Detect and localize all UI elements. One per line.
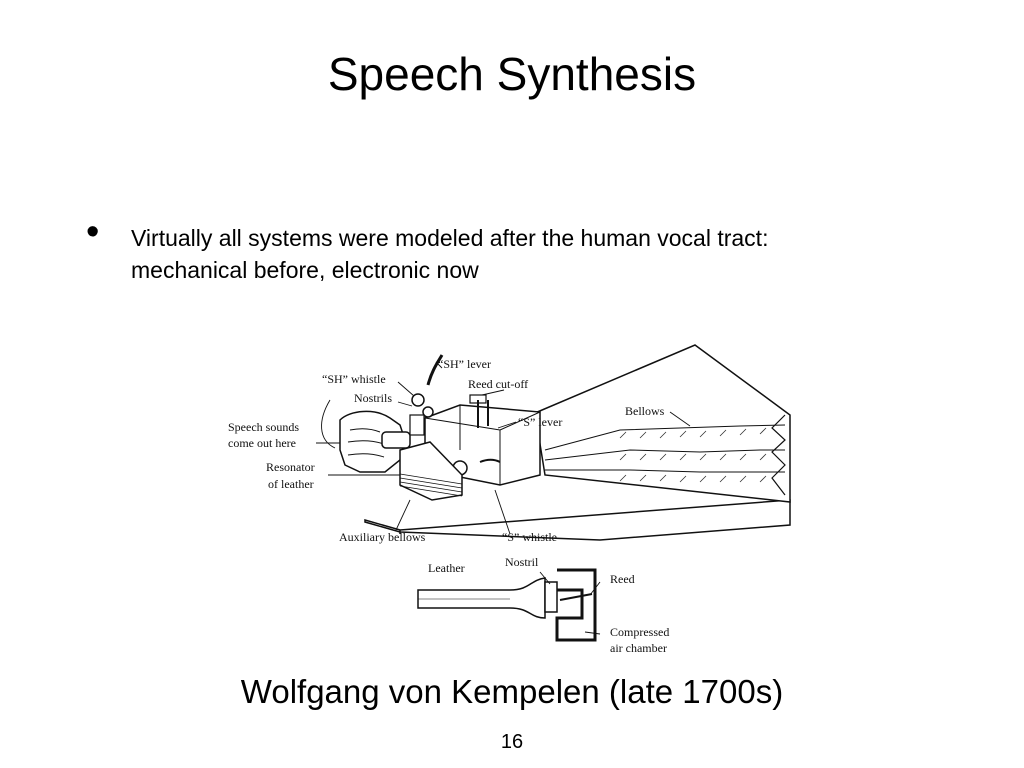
diagram-svg: “SH” lever “SH” whistle Reed cut-off Nos…	[228, 344, 791, 655]
slide-title: Speech Synthesis	[327, 48, 697, 100]
label-resonator-2: of leather	[268, 477, 314, 491]
label-compressed-1: Compressed	[610, 625, 669, 639]
base-board	[364, 499, 791, 541]
label-s-lever: “S” lever	[518, 415, 562, 429]
bellows	[534, 344, 791, 503]
bullet-text: Virtually all systems were modeled after…	[131, 222, 951, 286]
bullet-line-1: Virtually all systems were modeled after…	[131, 225, 769, 251]
label-leather: Leather	[428, 561, 465, 575]
kempelen-machine-diagram: “SH” lever “SH” whistle Reed cut-off Nos…	[200, 300, 820, 670]
label-auxiliary-bellows: Auxiliary bellows	[339, 530, 426, 544]
label-reed: Reed	[610, 572, 635, 586]
label-reed-cutoff: Reed cut-off	[468, 377, 528, 391]
reed-detail	[417, 568, 601, 642]
label-sh-lever: “SH” lever	[438, 357, 491, 371]
label-speech-sounds-2: come out here	[228, 436, 296, 450]
bullet-line-2: mechanical before, electronic now	[131, 257, 479, 283]
label-resonator-1: Resonator	[266, 460, 315, 474]
label-sh-whistle: “SH” whistle	[322, 372, 386, 386]
label-compressed-2: air chamber	[610, 641, 667, 655]
page-number: 16	[500, 731, 524, 753]
label-nostrils: Nostrils	[354, 391, 392, 405]
bullet-marker: •	[86, 211, 100, 253]
label-s-whistle: “S” whistle	[502, 530, 557, 544]
figure-caption: Wolfgang von Kempelen (late 1700s)	[240, 673, 784, 710]
label-bellows: Bellows	[625, 404, 665, 418]
label-nostril: Nostril	[505, 555, 539, 569]
label-speech-sounds-1: Speech sounds	[228, 420, 299, 434]
